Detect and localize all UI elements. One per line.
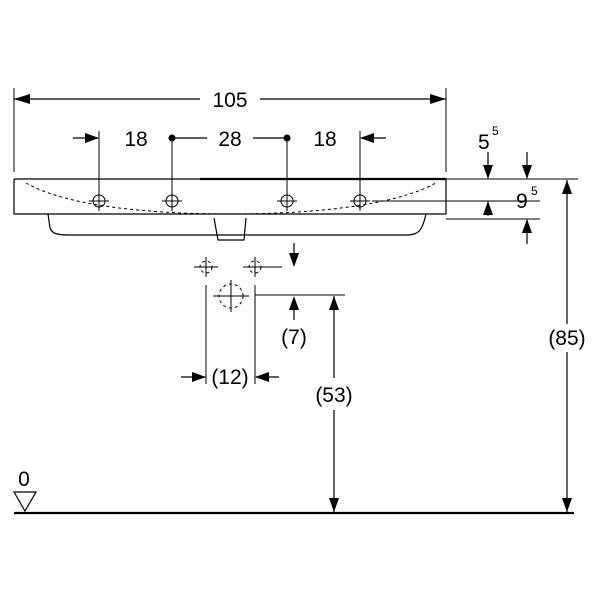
tap-hole-icon — [277, 191, 297, 211]
tap-hole-icon — [162, 191, 182, 211]
basin-depth-superscript: 5 — [531, 184, 538, 198]
rim-height-dimension: (85) — [548, 180, 586, 512]
hole-right-spacing-label: 18 — [313, 128, 336, 151]
rim-height-label: (85) — [548, 327, 585, 350]
hole-left-spacing-label: 18 — [124, 128, 147, 151]
waste-connection: (7) (12) (53) — [181, 243, 353, 512]
washbasin-outline — [13, 177, 447, 241]
basin-depth-label: 9 — [516, 190, 528, 213]
waste-outlet-icon — [213, 280, 249, 312]
rim-thickness-superscript: 5 — [492, 124, 499, 138]
tap-hole-markers — [89, 191, 370, 211]
hole-center-spacing-label: 28 — [218, 128, 241, 151]
tap-hole-spacing-dimension: 18 28 18 — [73, 128, 386, 193]
rim-thickness-label: 5 — [478, 131, 490, 154]
connection-marker-icon — [194, 257, 218, 277]
level-marker-icon — [12, 491, 38, 513]
waste-width-label: (12) — [211, 366, 248, 389]
tap-hole-icon — [89, 191, 109, 211]
overall-width-dimension: 105 — [13, 88, 447, 172]
rim-depth-dimensions: 5 5 9 5 — [372, 124, 578, 244]
floor-level: 0 — [12, 468, 574, 515]
overall-width-label: 105 — [212, 89, 247, 112]
tap-hole-icon — [350, 191, 370, 211]
waste-drop-label: (7) — [281, 326, 307, 349]
floor-level-label: 0 — [18, 468, 30, 491]
waste-height-label: (53) — [315, 384, 352, 407]
